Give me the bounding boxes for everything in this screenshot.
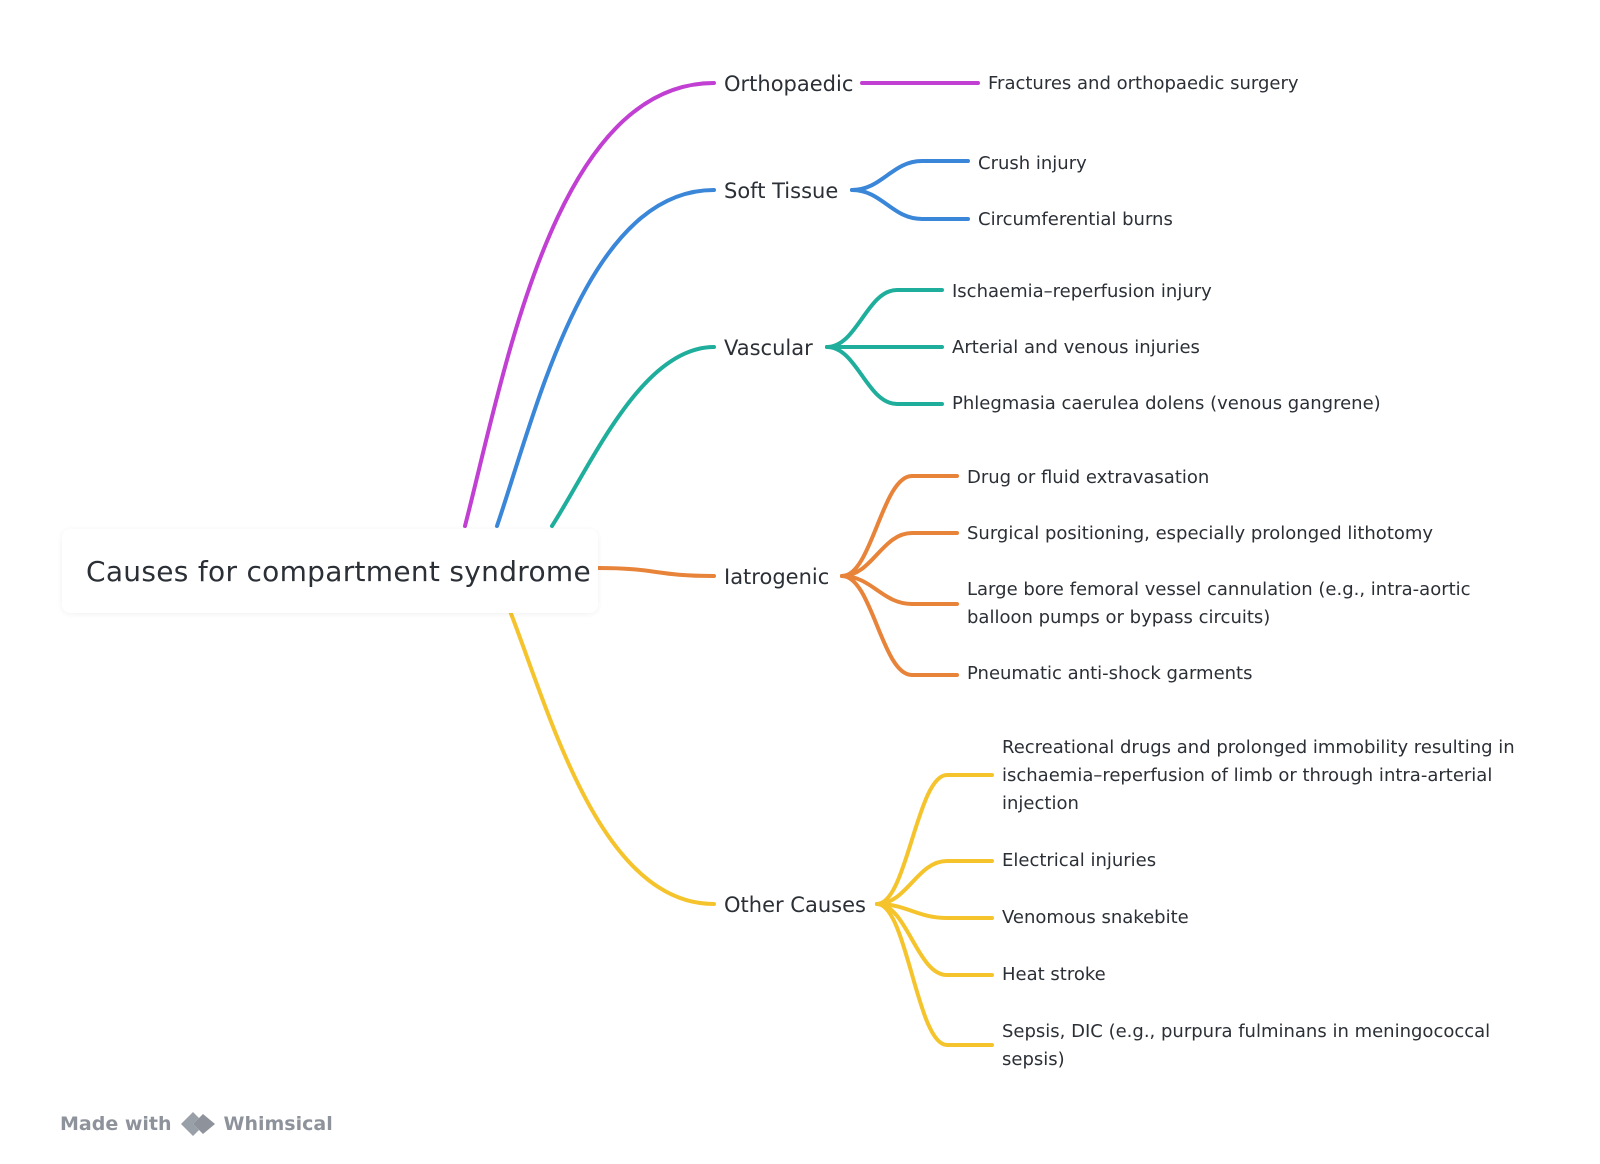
branch-orthopaedic[interactable]: Orthopaedic bbox=[724, 72, 854, 96]
connector-vascular-leaf-2 bbox=[825, 345, 944, 406]
root-label: Causes for compartment syndrome bbox=[86, 554, 592, 588]
whimsical-logo-icon bbox=[180, 1112, 215, 1136]
connector-iatrogenic-leaf-1 bbox=[840, 531, 959, 578]
connector-iatrogenic-leaf-3 bbox=[840, 574, 959, 677]
connector-iatrogenic-leaf-2 bbox=[840, 574, 959, 606]
connector-iatrogenic-leaf-0 bbox=[840, 474, 959, 578]
connector-other-causes-leaf-3 bbox=[875, 902, 994, 977]
leaf-iatrogenic-3[interactable]: Pneumatic anti-shock garments bbox=[967, 663, 1253, 684]
connector-root-iatrogenic bbox=[596, 566, 716, 578]
connector-other-causes-leaf-0 bbox=[875, 773, 994, 906]
leaf-other-causes-3[interactable]: Heat stroke bbox=[1002, 964, 1106, 985]
branch-iatrogenic[interactable]: Iatrogenic bbox=[724, 565, 830, 589]
leaf-iatrogenic-0[interactable]: Drug or fluid extravasation bbox=[967, 467, 1210, 488]
branch-vascular[interactable]: Vascular bbox=[724, 336, 813, 360]
connector-soft-tissue-leaf-1 bbox=[850, 188, 970, 221]
leaf-iatrogenic-1[interactable]: Surgical positioning, especially prolong… bbox=[967, 523, 1434, 544]
leaf-vascular-1[interactable]: Arterial and venous injuries bbox=[952, 337, 1200, 358]
connector-root-other-causes bbox=[508, 609, 716, 906]
connector-other-causes-leaf-4 bbox=[875, 902, 994, 1047]
branch-soft-tissue[interactable]: Soft Tissue bbox=[724, 179, 839, 203]
root-node[interactable]: Causes for compartment syndrome bbox=[62, 529, 598, 613]
whimsical-brand-text: Whimsical bbox=[223, 1113, 333, 1135]
leaf-other-causes-0[interactable]: Recreational drugs and prolonged immobil… bbox=[1002, 737, 1515, 814]
connector-vascular-leaf-0 bbox=[825, 288, 944, 349]
leaf-other-causes-4[interactable]: Sepsis, DIC (e.g., purpura fulminans in … bbox=[1002, 1021, 1491, 1070]
made-with-text: Made with bbox=[60, 1113, 172, 1135]
leaf-soft-tissue-1[interactable]: Circumferential burns bbox=[978, 209, 1173, 230]
branch-other-causes[interactable]: Other Causes bbox=[724, 893, 866, 917]
connector-root-vascular bbox=[550, 345, 716, 528]
leaf-iatrogenic-2[interactable]: Large bore femoral vessel cannulation (e… bbox=[967, 579, 1471, 628]
leaf-soft-tissue-0[interactable]: Crush injury bbox=[978, 153, 1087, 174]
connector-root-soft-tissue bbox=[495, 188, 716, 528]
leaf-other-causes-1[interactable]: Electrical injuries bbox=[1002, 850, 1157, 871]
leaf-vascular-2[interactable]: Phlegmasia caerulea dolens (venous gangr… bbox=[952, 393, 1381, 414]
leaf-vascular-0[interactable]: Ischaemia–reperfusion injury bbox=[952, 281, 1212, 302]
connector-root-orthopaedic bbox=[463, 81, 716, 528]
leaf-orthopaedic-0[interactable]: Fractures and orthopaedic surgery bbox=[988, 73, 1299, 94]
connector-soft-tissue-leaf-0 bbox=[850, 159, 970, 192]
connector-other-causes-leaf-1 bbox=[875, 859, 994, 906]
made-with-watermark[interactable]: Made with Whimsical bbox=[60, 1107, 333, 1141]
leaf-other-causes-2[interactable]: Venomous snakebite bbox=[1002, 907, 1189, 928]
